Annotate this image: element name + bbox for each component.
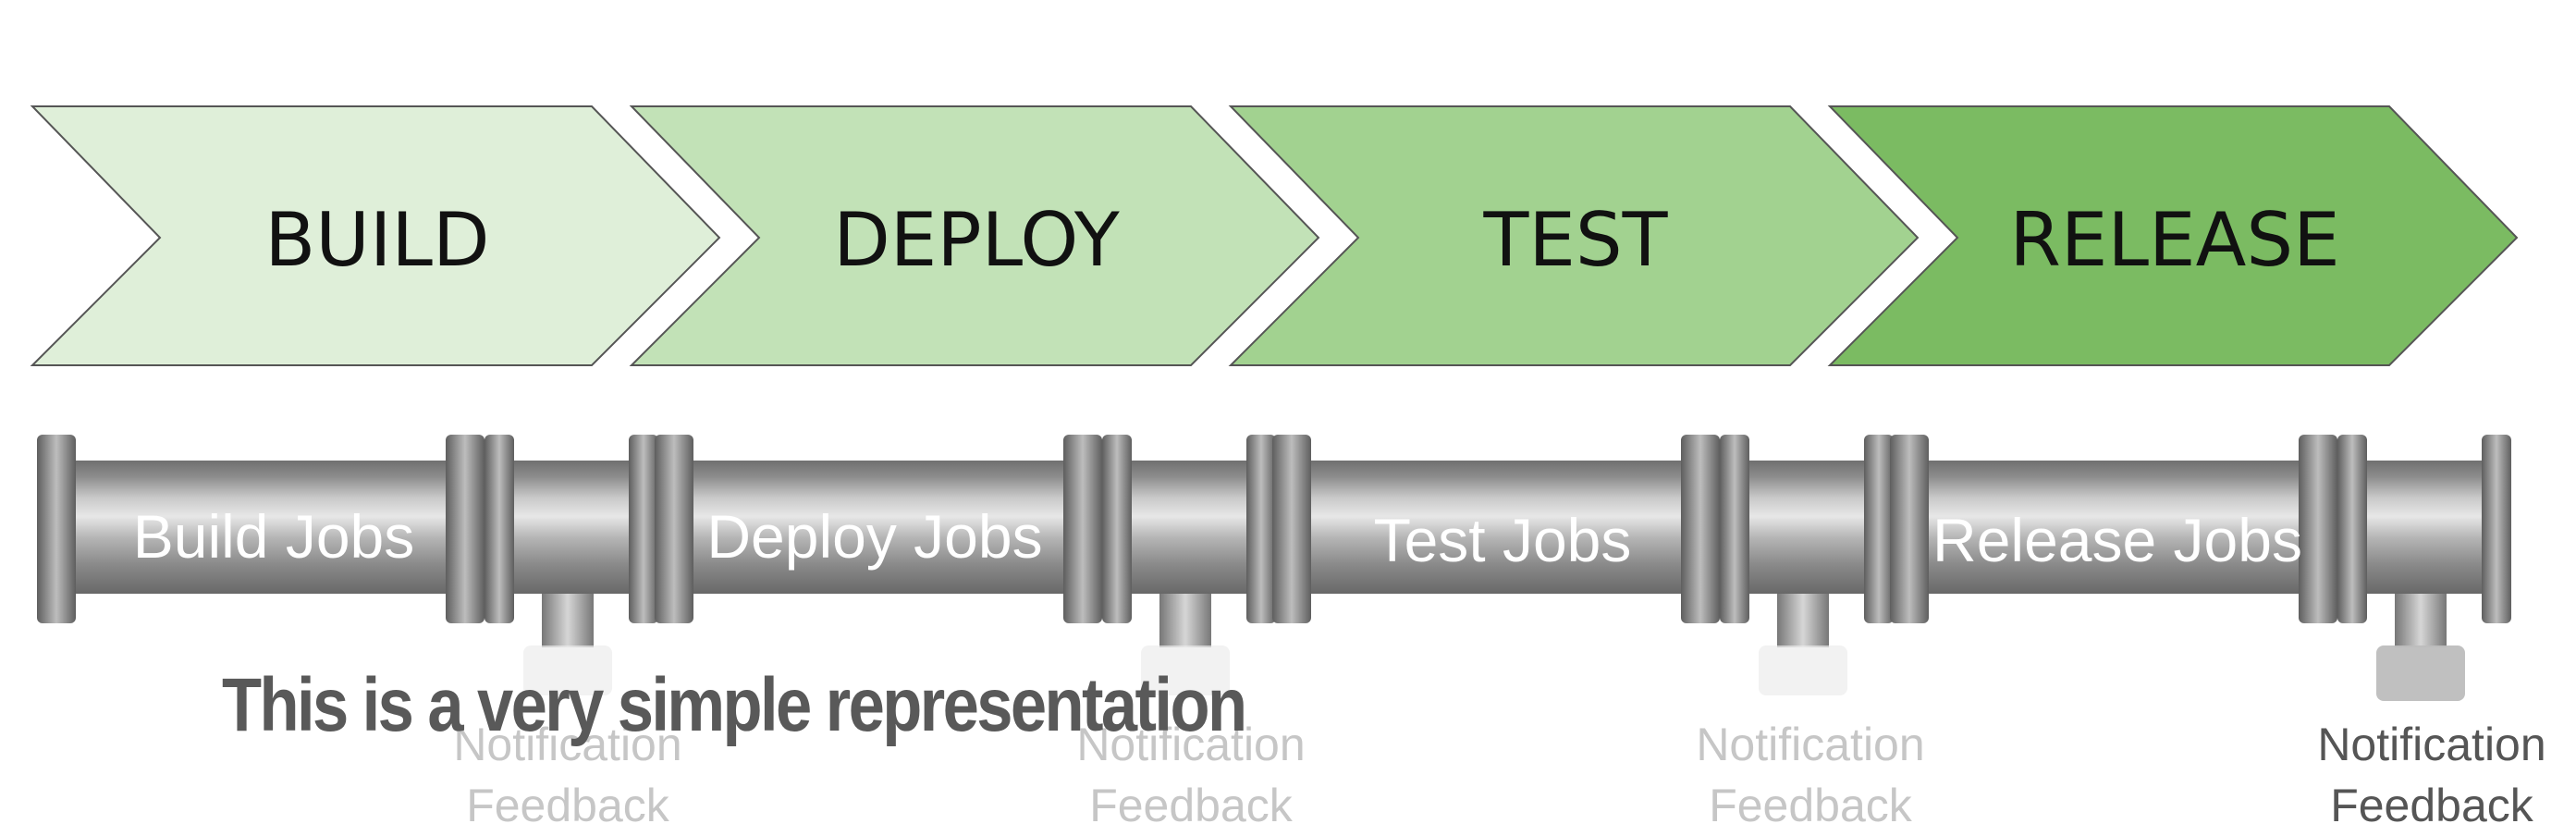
- stage-label-test: TEST: [1482, 197, 1668, 283]
- tee-body: [1735, 461, 1873, 594]
- notification-label: Notification: [1696, 719, 1924, 770]
- pipe-flange: [2482, 435, 2511, 623]
- pipe-segment-deploy: [682, 461, 1073, 594]
- pipe-label-deploy-jobs: Deploy Jobs: [706, 502, 1042, 571]
- pipe-flange: [37, 435, 76, 623]
- pipe-flange: [1246, 435, 1276, 623]
- tee-body: [2352, 461, 2491, 594]
- pipe-flange: [1720, 435, 1749, 623]
- notification-label: Notification: [1076, 719, 1305, 770]
- stage-chevron-release: [1827, 105, 2519, 366]
- pipe-flange: [1102, 435, 1132, 623]
- pipe-flange: [1063, 435, 1102, 623]
- notification-label: Notification: [453, 719, 681, 770]
- feedback-label: Feedback: [466, 780, 670, 831]
- notification-boxes: [523, 645, 2465, 701]
- stage-chevron-test: [1228, 105, 1920, 366]
- pipe-flange: [629, 435, 658, 623]
- pipe-flange: [2337, 435, 2367, 623]
- stage-chevrons: [30, 105, 2519, 366]
- pipe-flange: [1681, 435, 1720, 623]
- pipe-label-release-jobs: Release Jobs: [1932, 506, 2302, 574]
- feedback-label: Feedback: [2330, 780, 2534, 831]
- notification-labels: Notification Feedback Notification Feedb…: [453, 719, 2545, 831]
- pipe-flange: [446, 435, 485, 623]
- pipe-segment-build: [65, 461, 455, 594]
- caption-subtitle: This is a very simple representation: [222, 663, 1247, 747]
- stage-chevron-build: [30, 105, 721, 366]
- notification-box-icon: [523, 645, 612, 695]
- tee-body: [1117, 461, 1256, 594]
- stage-label-deploy: DEPLOY: [833, 197, 1121, 283]
- pipe-segment-release: [1918, 461, 2308, 594]
- stage-chevron-deploy: [629, 105, 1320, 366]
- pipe-label-build-jobs: Build Jobs: [133, 502, 415, 571]
- pipe-flange: [485, 435, 514, 623]
- notification-label: Notification: [2317, 719, 2545, 770]
- pipe-labels: Build Jobs Deploy Jobs Test Jobs Release…: [133, 502, 2302, 574]
- stage-label-release: RELEASE: [2009, 197, 2339, 283]
- tee-body: [499, 461, 638, 594]
- pipe-label-test-jobs: Test Jobs: [1374, 506, 1632, 574]
- pipe-flange: [1890, 435, 1929, 623]
- pipe-flange: [1864, 435, 1894, 623]
- pipe-segment-test: [1300, 461, 1690, 594]
- feedback-label: Feedback: [1709, 780, 1913, 831]
- pipe-flange: [2299, 435, 2337, 623]
- pipe-flange: [1272, 435, 1311, 623]
- notification-box-icon: [1141, 645, 1230, 695]
- notification-box-icon: [2376, 645, 2465, 701]
- stage-label-build: BUILD: [264, 197, 489, 283]
- pipe-flange: [655, 435, 693, 623]
- pipeline-pipes: [37, 435, 2511, 647]
- notification-box-icon: [1759, 645, 1847, 695]
- stage-labels: BUILD DEPLOY TEST RELEASE: [264, 197, 2339, 283]
- feedback-label: Feedback: [1089, 780, 1294, 831]
